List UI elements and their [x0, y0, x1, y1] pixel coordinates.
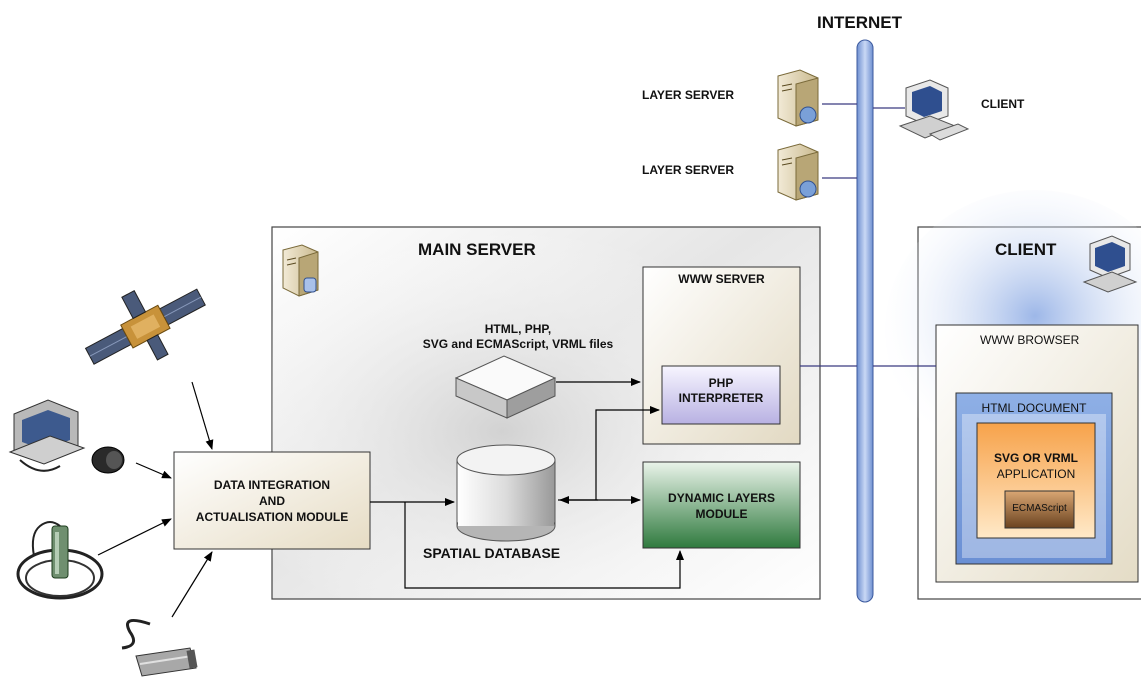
data-integration-label: DATA INTEGRATION AND ACTUALISATION MODUL… — [174, 477, 370, 525]
php-interpreter-box — [661, 365, 781, 425]
main-server-icon — [282, 244, 319, 297]
php-label-line: INTERPRETER — [678, 391, 764, 405]
data-integration-box — [173, 451, 371, 550]
dynamic-layers-box — [642, 461, 801, 549]
dynamic-label-line: DYNAMIC LAYERS — [668, 491, 775, 505]
internet-backbone — [856, 39, 874, 603]
spatial-database-icon — [456, 444, 556, 542]
client-panel-title: CLIENT — [995, 240, 1057, 259]
ecmascript-label: ECMAScript — [1012, 503, 1067, 514]
files-label: HTML, PHP, SVG and ECMAScript, VRML file… — [388, 322, 648, 352]
layer-server-1-icon — [777, 69, 819, 127]
client-computer-icon — [898, 79, 970, 141]
files-slab-icon — [454, 355, 557, 419]
html-document-label: HTML DOCUMENT — [981, 401, 1087, 415]
flow-arrows — [97, 378, 684, 618]
network-links — [800, 103, 936, 367]
files-label-line: SVG and ECMAScript, VRML files — [422, 337, 614, 351]
www-server-title: WWW SERVER — [678, 272, 765, 286]
files-label-line: HTML, PHP, — [484, 322, 552, 336]
svg-vrml-app-label: SVG OR VRML APPLICATION — [977, 450, 1095, 482]
ecmascript-box — [1004, 490, 1075, 529]
data-integration-line: AND — [259, 494, 285, 508]
dynamic-layers-label: DYNAMIC LAYERS MODULE — [643, 490, 800, 522]
data-integration-line: DATA INTEGRATION — [213, 478, 331, 492]
field-laptop-icon — [8, 399, 125, 474]
main-server-title: MAIN SERVER — [418, 240, 536, 259]
internet-label: INTERNET — [817, 13, 902, 32]
coil-sensor-icon — [16, 521, 104, 600]
spatial-database-label: SPATIAL DATABASE — [423, 545, 561, 561]
layer-server-label: LAYER SERVER — [642, 163, 735, 177]
satellite-icon — [84, 288, 206, 365]
svg-vrml-app-line: SVG OR VRML — [993, 451, 1078, 465]
dynamic-label-line: MODULE — [695, 507, 748, 521]
svg-vrml-app-line: APPLICATION — [996, 467, 1076, 481]
data-integration-line: ACTUALISATION MODULE — [195, 510, 349, 524]
layer-server-label: LAYER SERVER — [642, 88, 735, 102]
probe-sensor-icon — [121, 618, 198, 677]
layer-server-2-icon — [777, 143, 819, 201]
client-panel-computer-icon — [1082, 235, 1138, 293]
www-browser-label: WWW BROWSER — [980, 333, 1080, 347]
php-interpreter-label: PHP INTERPRETER — [662, 376, 780, 406]
remote-client-label: CLIENT — [981, 97, 1025, 111]
php-label-line: PHP — [708, 376, 734, 390]
